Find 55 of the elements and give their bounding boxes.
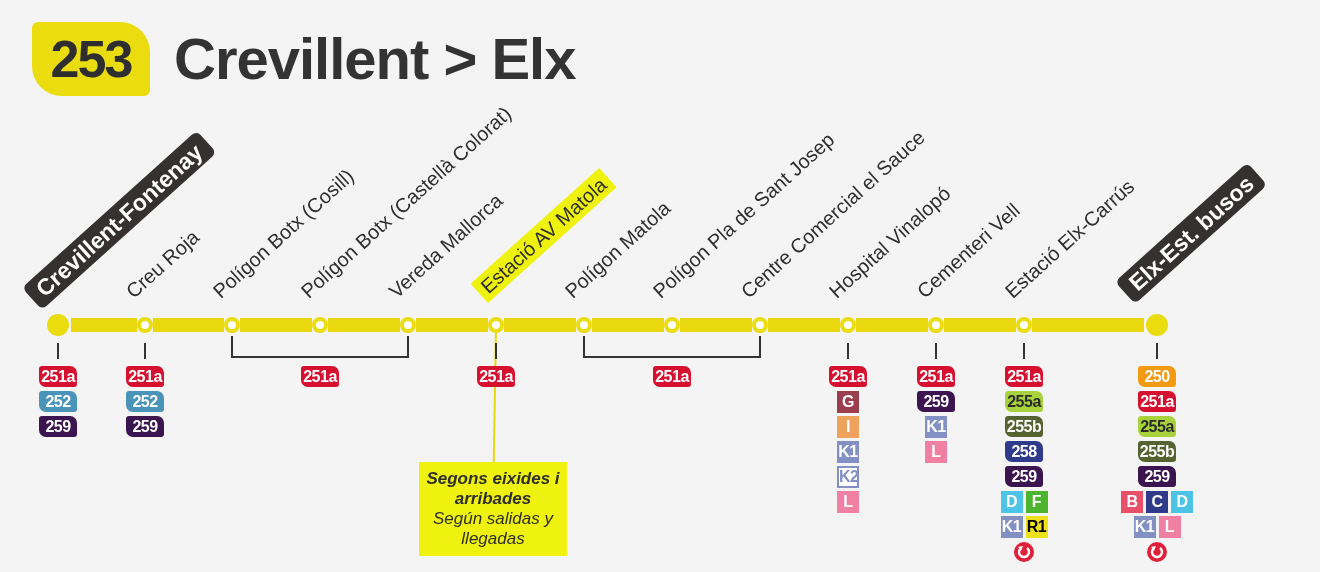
route-line — [71, 318, 137, 332]
note-box — [419, 462, 567, 556]
route-badge: 251a — [1138, 391, 1176, 412]
route-line — [944, 318, 1016, 332]
route-badge: 258 — [1005, 441, 1043, 462]
route-badge: 252 — [39, 391, 77, 412]
route-badge: 259 — [39, 416, 77, 437]
route-badge: D — [1000, 491, 1023, 513]
route-badge: C — [1146, 491, 1168, 513]
route-badge: 251a — [477, 366, 515, 387]
route-badge: K1 — [837, 441, 859, 463]
route-number-badge: 253 — [32, 22, 150, 96]
note-text: Segons eixides i arribades — [425, 469, 561, 509]
route-badge: K1 — [1133, 516, 1156, 538]
route-line — [856, 318, 928, 332]
route-badge: F — [1025, 491, 1048, 513]
route-badge: 251a — [917, 366, 955, 387]
route-badge: I — [837, 416, 859, 438]
route-badge: 255a — [1005, 391, 1043, 412]
route-line — [416, 318, 488, 332]
route-badge: R1 — [1025, 516, 1048, 538]
route-badge: 259 — [1005, 466, 1043, 487]
route-line — [768, 318, 840, 332]
route-badge: L — [837, 491, 859, 513]
route-badge: 259 — [1138, 466, 1176, 487]
route-badge: B — [1121, 491, 1143, 513]
route-line — [1032, 318, 1144, 332]
route-badge: 252 — [126, 391, 164, 412]
route-badge: 255a — [1138, 416, 1176, 437]
route-badge: L — [925, 441, 947, 463]
route-badge: 259 — [917, 391, 955, 412]
route-badge: L — [1158, 516, 1181, 538]
route-badge: 255b — [1138, 441, 1176, 462]
route-badge: K1 — [925, 416, 947, 438]
route-badge: 259 — [126, 416, 164, 437]
route-badge: 251a — [301, 366, 339, 387]
route-badge: K2 — [837, 466, 859, 488]
route-badge: 251a — [829, 366, 867, 387]
route-badge: 255b — [1005, 416, 1043, 437]
route-badge: D — [1171, 491, 1193, 513]
route-badge: 251a — [1005, 366, 1043, 387]
route-line — [240, 318, 312, 332]
route-line — [153, 318, 224, 332]
route-badge: G — [837, 391, 859, 413]
route-line — [592, 318, 664, 332]
route-line — [328, 318, 400, 332]
route-badge: K1 — [1000, 516, 1023, 538]
route-line — [680, 318, 752, 332]
route-badge: 251a — [39, 366, 77, 387]
route-badge: 250 — [1138, 366, 1176, 387]
route-badge: 251a — [653, 366, 691, 387]
note-text: Según salidas y llegadas — [432, 509, 555, 549]
route-badge: 251a — [126, 366, 164, 387]
title: Crevillent > Elx — [174, 25, 576, 93]
route-line — [504, 318, 576, 332]
